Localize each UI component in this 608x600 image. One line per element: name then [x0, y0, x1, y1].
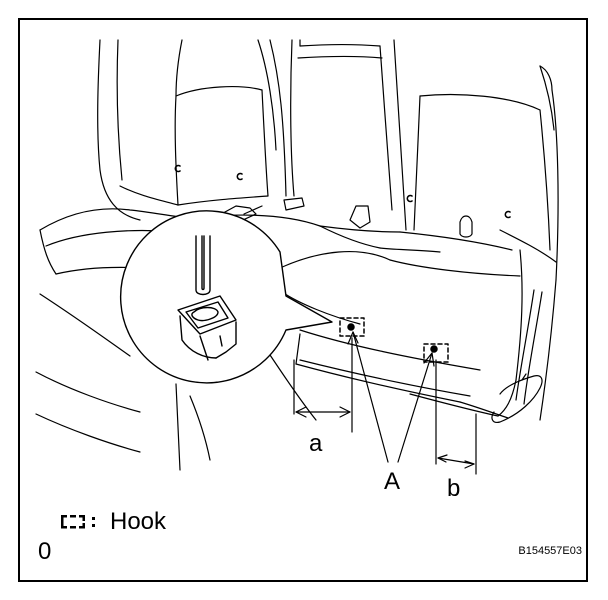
seat-belt	[491, 289, 543, 423]
leader-lines-A	[347, 331, 435, 463]
callout-bubble	[119, 210, 333, 384]
hook-marker-left	[339, 317, 365, 337]
figure-code: B154557E03	[518, 545, 582, 557]
corner-number: 0	[38, 538, 52, 565]
point-A-label: A	[384, 468, 401, 495]
dimension-a	[293, 337, 353, 433]
diagram-frame	[18, 18, 588, 582]
right-seatback	[413, 65, 559, 421]
seam-marks	[174, 164, 511, 219]
dimension-b	[435, 359, 477, 475]
left-seatback	[97, 39, 287, 221]
hook-dashed-rect-icon	[61, 515, 95, 529]
hook-marker-right	[423, 343, 449, 363]
seat-buckles	[213, 197, 473, 238]
callout-clip-icon	[177, 235, 237, 361]
legend-label: Hook	[110, 508, 167, 535]
dimension-b-label: b	[447, 475, 461, 502]
dimension-a-label: a	[309, 430, 323, 457]
center-section	[290, 39, 407, 231]
legend: Hook	[60, 508, 166, 536]
